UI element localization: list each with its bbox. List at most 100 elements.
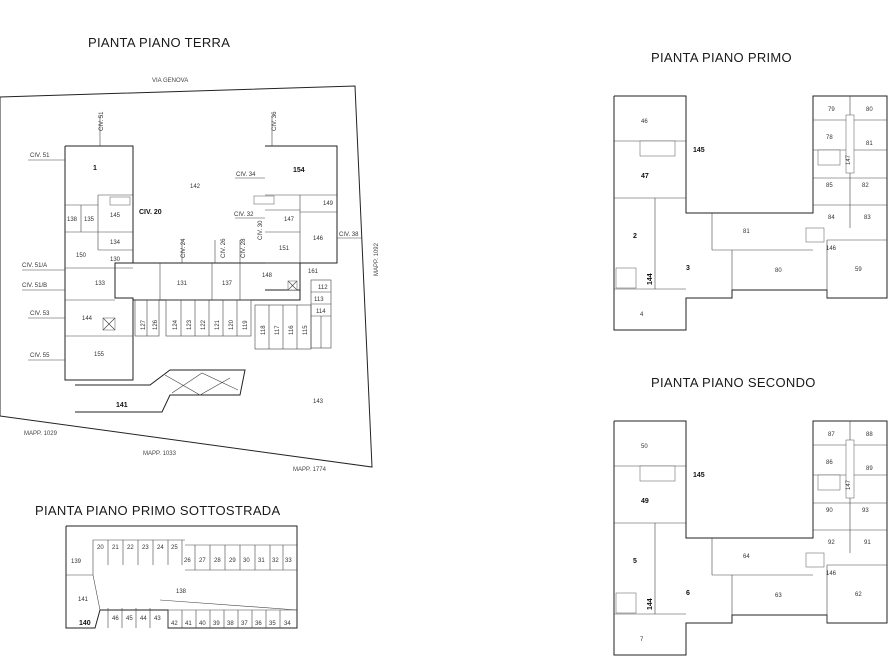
civ-label-20: CIV. 20 [139, 209, 162, 216]
room-number: 151 [279, 246, 290, 252]
room-number: 7 [640, 637, 644, 643]
room-number: 92 [828, 540, 835, 546]
room-number: 28 [214, 558, 221, 564]
road-label-mapp-1029: MAPP. 1029 [24, 431, 58, 437]
room-number: 36 [255, 621, 262, 627]
room-number: 115 [303, 325, 309, 335]
room-number: 123 [187, 319, 193, 330]
room-number: 161 [308, 269, 319, 275]
civ-label-28: CIV. 28 [241, 238, 247, 258]
room-number: 29 [229, 558, 236, 564]
room-number: 118 [261, 325, 267, 335]
room-number: 144 [647, 598, 654, 610]
room-number: 5 [633, 558, 637, 565]
room-number: 90 [826, 508, 833, 514]
second-floor-title: PIANTA PIANO SECONDO [651, 375, 816, 390]
room-number: 149 [323, 201, 334, 207]
room-number: 117 [275, 325, 281, 335]
second-floor-plan: 50 145 49 5 6 144 7 87 88 86 89 147 90 9… [613, 420, 888, 656]
room-number: 141 [78, 597, 89, 603]
civ-label-26: CIV. 26 [221, 238, 227, 258]
room-number: 122 [201, 319, 207, 330]
room-number: 63 [775, 593, 782, 599]
room-number: 147 [846, 154, 852, 165]
room-number: 47 [641, 173, 649, 180]
room-number: 46 [641, 119, 648, 125]
room-number: 80 [866, 107, 873, 113]
room-number: 64 [743, 554, 750, 560]
room-number: 84 [828, 215, 835, 221]
room-number: 2 [633, 233, 637, 240]
ground-floor-title: PIANTA PIANO TERRA [88, 35, 230, 50]
room-number: 147 [846, 479, 852, 490]
first-floor-title: PIANTA PIANO PRIMO [651, 50, 792, 65]
room-number: 33 [285, 558, 292, 564]
room-number: 82 [862, 183, 869, 189]
room-number: 144 [647, 273, 654, 285]
room-number: 91 [864, 540, 871, 546]
room-number: 93 [862, 508, 869, 514]
room-number: 30 [243, 558, 250, 564]
room-number: 119 [243, 320, 249, 330]
room-number: 113 [314, 297, 324, 303]
room-number: 4 [640, 312, 644, 318]
room-number: 88 [866, 432, 873, 438]
civ-label-51a: CIV. 51/A [22, 263, 47, 269]
room-number: 155 [94, 352, 105, 358]
room-number: 37 [241, 621, 248, 627]
room-number: 146 [826, 571, 837, 577]
room-number: 6 [686, 590, 690, 597]
room-number: 23 [142, 545, 149, 551]
civ-label-38: CIV. 38 [339, 232, 359, 238]
room-number: 21 [112, 545, 119, 551]
room-number: 114 [316, 309, 326, 315]
room-number: 139 [71, 559, 82, 565]
room-number: 50 [641, 444, 648, 450]
room-number: 27 [199, 558, 206, 564]
civ-label-30: CIV. 30 [258, 220, 264, 240]
civ-label-51: CIV. 51 [30, 153, 50, 159]
room-number: 154 [293, 167, 305, 174]
road-label-mapp-1092: MAPP. 1092 [374, 242, 380, 276]
room-number: 147 [284, 217, 295, 223]
room-number: 46 [112, 616, 119, 622]
room-number: 146 [826, 246, 837, 252]
room-number: 112 [318, 285, 328, 291]
room-number: 86 [826, 460, 833, 466]
room-number: 116 [289, 325, 295, 335]
room-number: 22 [127, 545, 134, 551]
road-label-via-genova: VIA GENOVA [152, 78, 188, 84]
civ-label-34: CIV. 34 [236, 172, 256, 178]
room-number: 146 [313, 236, 324, 242]
room-number: 138 [67, 217, 78, 223]
room-number: 43 [154, 616, 161, 622]
room-number: 143 [313, 399, 324, 405]
room-number: 135 [84, 217, 95, 223]
room-number: 3 [686, 265, 690, 272]
room-number: 81 [743, 229, 750, 235]
room-number: 81 [866, 141, 873, 147]
room-number: 62 [855, 592, 862, 598]
room-number: 130 [110, 257, 121, 263]
room-number: 134 [110, 240, 121, 246]
room-number: 45 [126, 616, 133, 622]
room-number: 40 [199, 621, 206, 627]
civ-label-32: CIV. 32 [234, 212, 254, 218]
room-number: 39 [213, 621, 220, 627]
room-number: 120 [229, 319, 235, 330]
room-number: 121 [215, 319, 221, 330]
room-number: 1 [93, 165, 97, 172]
road-label-mapp-1774: MAPP. 1774 [293, 467, 327, 473]
room-number: 126 [153, 319, 159, 330]
room-number: 145 [110, 213, 121, 219]
room-number: 59 [855, 267, 862, 273]
room-number: 32 [272, 558, 279, 564]
road-label-mapp-1033: MAPP. 1033 [143, 451, 177, 457]
room-number: 79 [828, 107, 835, 113]
room-number: 145 [693, 472, 705, 479]
room-number: 144 [82, 316, 93, 322]
room-number: 150 [76, 253, 87, 259]
room-number: 78 [826, 135, 833, 141]
room-number: 20 [97, 545, 104, 551]
room-number: 38 [227, 621, 234, 627]
